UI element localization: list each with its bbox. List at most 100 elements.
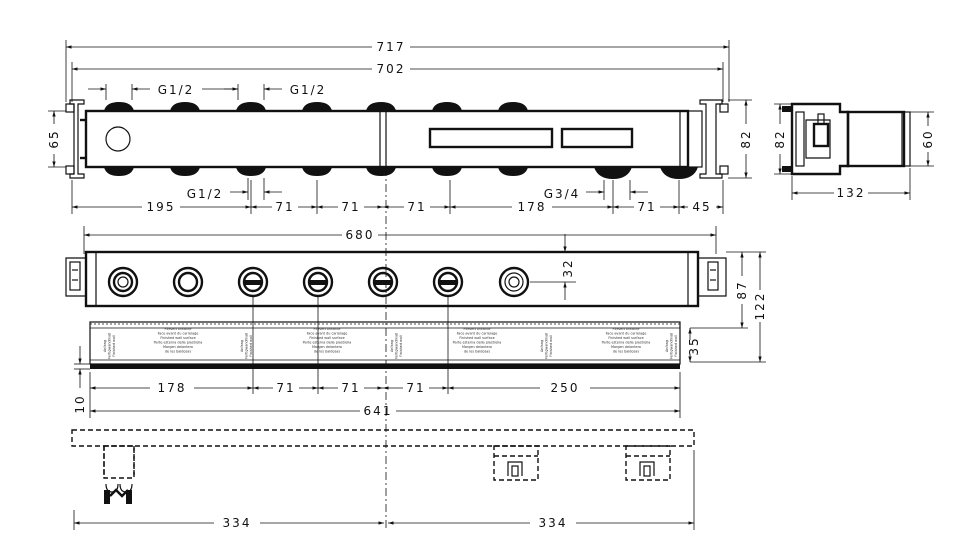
svg-text:Finished wall: Finished wall <box>674 335 678 357</box>
dashed-box-middle <box>493 445 539 481</box>
dim-35: 35 <box>687 328 701 362</box>
svg-text:Margen delantero: Margen delantero <box>312 345 342 349</box>
dim-680-label: 680 <box>346 228 375 242</box>
thread-callout-bottom: G1/2 G3/4 <box>187 178 648 201</box>
dim-702: 702 <box>71 62 724 102</box>
dim-spacing-front-2: 71 <box>341 381 360 395</box>
svg-text:Finished wall surface: Finished wall surface <box>160 336 195 340</box>
svg-text:de los baldosas: de los baldosas <box>613 350 639 354</box>
svg-text:Anfang: Anfang <box>390 340 394 352</box>
svg-text:Fliesenrohkante: Fliesenrohkante <box>463 327 490 331</box>
dim-spacing-top-4: 178 <box>518 200 547 214</box>
thread-g12-bottom-label: G1/2 <box>187 187 224 201</box>
dim-spacing-top-6: 45 <box>692 200 711 214</box>
svg-text:Finished wall surface: Finished wall surface <box>608 336 643 340</box>
svg-text:Anfang: Anfang <box>665 340 669 352</box>
valve-body-top <box>84 109 690 169</box>
svg-text:Finished wall: Finished wall <box>112 335 116 357</box>
dim-87-label: 87 <box>735 280 749 299</box>
dim-717: 717 <box>65 40 730 102</box>
thread-g34-bottom-label: G3/4 <box>544 187 581 201</box>
side-view: 82 60 132 <box>773 102 935 200</box>
dim-82-side: 82 <box>773 103 792 175</box>
bracket-right <box>699 99 729 179</box>
dim-spacing-front-row: 178 71 71 71 250 <box>90 381 680 395</box>
port-0 <box>107 266 139 298</box>
thread-callout-top: G1/2 G1/2 <box>88 83 327 100</box>
dim-spacing-top-1: 71 <box>275 200 294 214</box>
bracket-front-left <box>65 257 87 297</box>
dim-35-label: 35 <box>687 336 701 355</box>
svg-text:Face avant du carrelage: Face avant du carrelage <box>158 332 199 336</box>
dim-702-label: 702 <box>377 62 406 76</box>
svg-text:Fertigwandmaß: Fertigwandmaß <box>245 333 249 359</box>
dim-10-label: 10 <box>73 394 87 413</box>
svg-text:Fertigwandmaß: Fertigwandmaß <box>545 333 549 359</box>
dim-spacing-front-0: 178 <box>158 381 187 395</box>
dim-82-front-label: 82 <box>739 129 753 148</box>
dim-32-label: 32 <box>561 258 575 277</box>
dim-spacing-front-4: 250 <box>551 381 580 395</box>
outlet-bumps-top <box>104 102 528 111</box>
svg-text:de los baldosas: de los baldosas <box>314 350 340 354</box>
svg-text:Finished wall: Finished wall <box>249 335 253 357</box>
bottom-view: 334 334 <box>71 429 695 530</box>
svg-text:Parte esterna della piastrella: Parte esterna della piastrella <box>602 341 651 345</box>
svg-text:Parte esterna della piastrella: Parte esterna della piastrella <box>453 341 502 345</box>
svg-text:Fertigwandmaß: Fertigwandmaß <box>395 333 399 359</box>
svg-text:Fertigwandmaß: Fertigwandmaß <box>670 333 674 359</box>
dim-82-side-label: 82 <box>773 129 787 148</box>
port-3 <box>302 266 334 298</box>
svg-text:Fliesenrohkante: Fliesenrohkante <box>164 327 191 331</box>
dim-641-label: 641 <box>364 404 393 418</box>
svg-text:Face avant du carrelage: Face avant du carrelage <box>457 332 498 336</box>
bracket-left <box>65 99 86 179</box>
side-sleeve <box>846 110 906 168</box>
svg-text:Face avant du carrelage: Face avant du carrelage <box>606 332 647 336</box>
dim-82-front: 82 <box>728 99 753 179</box>
ports-front <box>107 266 530 298</box>
dim-132: 132 <box>791 168 911 200</box>
knob-circle <box>105 126 131 152</box>
svg-text:Margen delantero: Margen delantero <box>462 345 492 349</box>
dim-334: 334 334 <box>73 450 695 530</box>
dim-spacing-top-2: 71 <box>341 200 360 214</box>
dim-spacing-top-row: 195 71 71 71 178 71 45 <box>71 180 724 214</box>
svg-text:de los baldosas: de los baldosas <box>464 350 490 354</box>
svg-text:Margen delantero: Margen delantero <box>611 345 641 349</box>
dim-717-label: 717 <box>377 40 406 54</box>
bracket-front-right <box>697 257 727 297</box>
dim-65: 65 <box>47 110 66 168</box>
dashed-frame <box>71 429 695 447</box>
module-slot-left <box>428 127 554 149</box>
finished-wall-labels: Fliesenrohkante Face avant du carrelage … <box>103 327 678 359</box>
svg-text:Margen delantero: Margen delantero <box>163 345 193 349</box>
port-6 <box>498 266 530 298</box>
dim-334-left-label: 334 <box>223 516 252 530</box>
port-leaders <box>89 296 681 418</box>
dim-60-side: 60 <box>910 111 935 167</box>
thread-g12-top-right-label: G1/2 <box>290 83 327 97</box>
dim-65-label: 65 <box>47 129 61 148</box>
svg-text:Finished wall: Finished wall <box>549 335 553 357</box>
top-view: 717 702 G1/2 G1/2 <box>47 40 753 214</box>
dashed-box-right <box>625 445 671 481</box>
svg-text:Finished wall surface: Finished wall surface <box>459 336 494 340</box>
dim-spacing-top-3: 71 <box>407 200 426 214</box>
dim-32: 32 <box>530 234 576 300</box>
svg-text:de los baldosas: de los baldosas <box>165 350 191 354</box>
dashed-bracket-left <box>103 445 135 504</box>
finished-wall-strip <box>89 321 681 369</box>
dim-spacing-top-0: 195 <box>147 200 176 214</box>
dim-680: 680 <box>83 226 717 254</box>
dim-87: 87 <box>690 251 766 329</box>
port-1 <box>172 266 204 298</box>
dim-641: 641 <box>90 404 680 418</box>
svg-text:Fertigwandmaß: Fertigwandmaß <box>108 333 112 359</box>
svg-text:Fliesenrohkante: Fliesenrohkante <box>313 327 340 331</box>
port-5 <box>432 266 464 298</box>
svg-text:Anfang: Anfang <box>103 340 107 352</box>
dim-spacing-front-3: 71 <box>406 381 425 395</box>
port-4 <box>367 266 399 298</box>
